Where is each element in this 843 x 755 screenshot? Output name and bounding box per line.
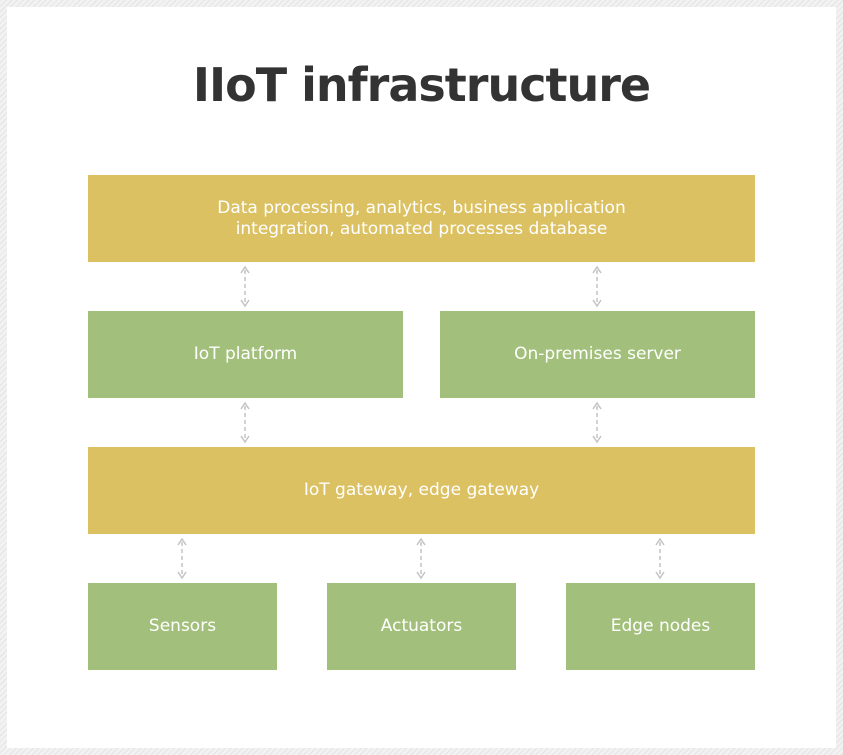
- diagram-title: IIoT infrastructure: [192, 58, 651, 112]
- processing-layer-line1: Data processing, analytics, business app…: [217, 197, 626, 218]
- connector-platform-gateway: [240, 401, 250, 444]
- connector-server-gateway: [592, 401, 602, 444]
- connector-gateway-sensors: [177, 537, 187, 580]
- connector-gateway-actuators: [416, 537, 426, 580]
- connector-processing-platform: [240, 265, 250, 308]
- connector-gateway-edge-nodes: [655, 537, 665, 580]
- on-premises-server-box: On-premises server: [440, 311, 755, 398]
- edge-nodes-box: Edge nodes: [566, 583, 755, 670]
- connector-processing-server: [592, 265, 602, 308]
- sensors-box: Sensors: [88, 583, 277, 670]
- processing-layer-line2: integration, automated processes databas…: [235, 218, 608, 239]
- gateway-layer-box: IoT gateway, edge gateway: [88, 447, 755, 534]
- iot-platform-box: IoT platform: [88, 311, 403, 398]
- actuators-box: Actuators: [327, 583, 516, 670]
- processing-layer-box: Data processing, analytics, business app…: [88, 175, 755, 262]
